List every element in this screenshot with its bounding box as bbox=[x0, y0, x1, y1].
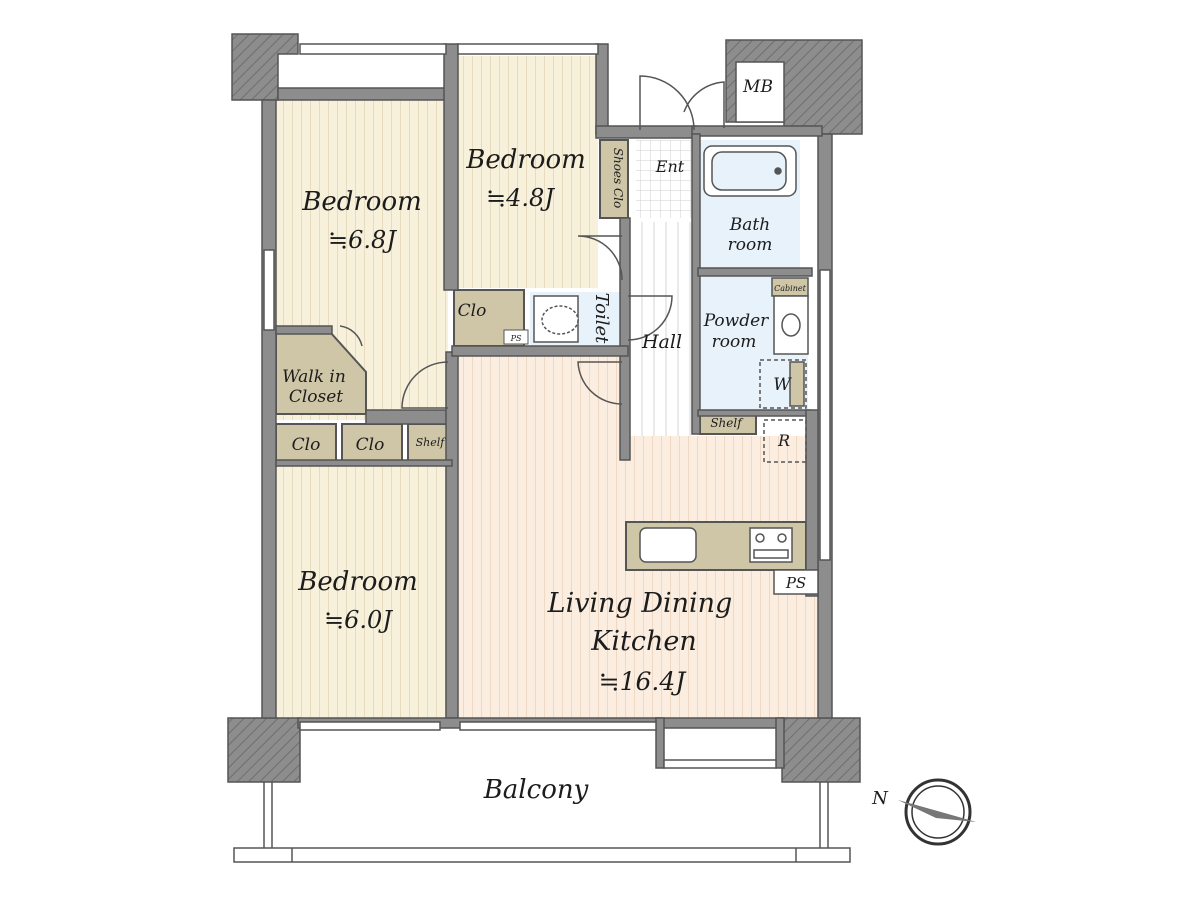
balcony-rail bbox=[233, 782, 851, 863]
labels: Bedroom ≒6.8J Bedroom ≒4.8J Bedroom ≒6.0… bbox=[282, 77, 806, 805]
shelf-left bbox=[407, 423, 451, 463]
washer-label: W bbox=[773, 375, 792, 395]
ps-kitchen-label: PS bbox=[785, 574, 806, 592]
door-ldk bbox=[577, 361, 623, 405]
wall-closets-s bbox=[275, 459, 453, 467]
shoes-closet-label: Shoes Clo bbox=[611, 148, 625, 209]
door-bed-n bbox=[577, 235, 623, 281]
toilet-label: Toilet bbox=[591, 293, 612, 345]
bedroom-sw-floor bbox=[276, 464, 448, 718]
window-n1 bbox=[299, 43, 447, 55]
windows bbox=[263, 43, 831, 769]
wall-south-b bbox=[655, 717, 785, 729]
wall-bath-powder bbox=[697, 267, 813, 277]
window-e bbox=[819, 269, 831, 561]
meter-box-label: MB bbox=[742, 77, 773, 97]
floors bbox=[272, 56, 832, 848]
door-entrance-b bbox=[683, 81, 725, 128]
wall-bed-mid bbox=[365, 409, 457, 425]
window-s3 bbox=[663, 759, 777, 769]
wall-west bbox=[261, 99, 277, 719]
column-se bbox=[781, 717, 861, 783]
balcony-floor bbox=[272, 782, 832, 848]
bedroom-sw-size: ≒6.0J bbox=[324, 606, 393, 634]
ldk-floor-south bbox=[628, 596, 818, 718]
ldk-line2: Kitchen bbox=[590, 626, 697, 657]
wall-north-a bbox=[277, 87, 451, 101]
door-bed-nw bbox=[401, 361, 449, 409]
fridge-label: R bbox=[777, 431, 790, 450]
closet-a bbox=[275, 423, 337, 465]
bedroom-n-floor bbox=[456, 56, 598, 288]
shoes-closet bbox=[599, 139, 629, 219]
wall-bay-e bbox=[775, 717, 785, 769]
wall-bay-w bbox=[655, 717, 665, 769]
door-wic bbox=[339, 325, 363, 347]
compass: N bbox=[871, 778, 976, 846]
bedroom-n-size: ≒4.8J bbox=[486, 184, 555, 212]
wall-hall-e bbox=[691, 133, 701, 435]
shelf-left-label: Shelf bbox=[416, 436, 447, 449]
sink bbox=[773, 295, 809, 355]
window-n2 bbox=[457, 43, 599, 55]
column-sw bbox=[227, 717, 301, 783]
wall-kitchen-e bbox=[805, 409, 819, 597]
wall-ent-n bbox=[595, 125, 697, 139]
ldk-size: ≒16.4J bbox=[599, 667, 688, 696]
wall-north-c bbox=[595, 43, 609, 135]
balcony-rail-bottom bbox=[233, 847, 851, 863]
kitchen-sink bbox=[639, 527, 697, 563]
bath-line2: room bbox=[728, 235, 773, 255]
window-w bbox=[263, 249, 275, 331]
cabinet-label: Cabinet bbox=[774, 284, 806, 293]
door-toilet bbox=[627, 295, 673, 341]
bedroom-nw-size: ≒6.8J bbox=[328, 226, 397, 254]
entrance-floor bbox=[636, 140, 692, 218]
wall-bed-ldk bbox=[445, 351, 459, 719]
walk-in-line2: Closet bbox=[289, 387, 343, 407]
column-nw bbox=[231, 33, 299, 101]
fridge-space bbox=[763, 419, 807, 463]
closet-b-label: Clo bbox=[356, 435, 385, 455]
wall-hall-w bbox=[619, 217, 631, 461]
hall-floor bbox=[628, 222, 694, 436]
walk-in-line1: Walk in bbox=[282, 367, 346, 387]
ldk-line1: Living Dining bbox=[547, 588, 733, 619]
doors bbox=[339, 75, 725, 409]
powder-line2: room bbox=[712, 332, 757, 352]
bedroom-n-name: Bedroom bbox=[465, 145, 586, 175]
bedroom-nw-name: Bedroom bbox=[301, 187, 422, 217]
ps-toilet-box bbox=[503, 329, 529, 345]
entrance-label: Ent bbox=[655, 157, 685, 176]
washer-space bbox=[759, 359, 807, 409]
closet-toilet-label: Clo bbox=[458, 301, 487, 321]
fixtures bbox=[503, 61, 819, 595]
ps-kitchen-box bbox=[773, 569, 819, 595]
wall-north-b bbox=[443, 43, 459, 291]
closet-a-label: Clo bbox=[292, 435, 321, 455]
balcony-label: Balcony bbox=[483, 775, 589, 805]
door-entrance-a bbox=[639, 75, 695, 131]
ldk-floor bbox=[456, 356, 628, 718]
bedroom-sw-name: Bedroom bbox=[297, 567, 418, 597]
powder-line1: Powder bbox=[703, 311, 769, 331]
window-s1 bbox=[299, 721, 441, 731]
bath-line1: Bath bbox=[729, 215, 770, 235]
wall-wic-top bbox=[275, 325, 333, 335]
wall-bath-n bbox=[691, 125, 823, 137]
ps-toilet-label: PS bbox=[510, 334, 522, 343]
hall-label: Hall bbox=[641, 331, 682, 353]
meter-box bbox=[735, 61, 785, 123]
shelf-powder-label: Shelf bbox=[710, 416, 744, 430]
wall-toilet-s bbox=[451, 345, 629, 357]
window-s2 bbox=[459, 721, 657, 731]
compass-north-label: N bbox=[871, 788, 889, 809]
